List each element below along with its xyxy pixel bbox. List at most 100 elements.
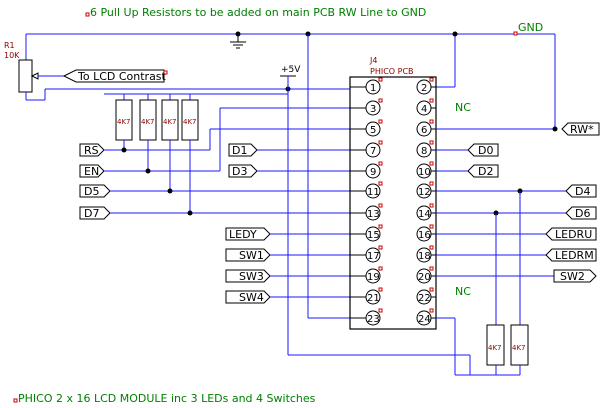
- connector-pin-number: 12: [418, 187, 431, 198]
- nc-label: NC: [455, 101, 471, 114]
- pin-marker: [378, 266, 383, 271]
- pin-marker: [378, 119, 383, 124]
- resistor-value: 4K7: [117, 118, 131, 126]
- plus5v-label: +5V: [281, 65, 301, 75]
- signal-port-d3: [228, 164, 258, 178]
- pin-marker: [429, 224, 434, 229]
- pin-marker: [378, 98, 383, 103]
- signal-port-sw4: [225, 290, 271, 304]
- signal-label-d5: D5: [84, 185, 99, 198]
- pin-marker: [378, 245, 383, 250]
- junction: [452, 31, 458, 37]
- pin-marker: [429, 161, 434, 166]
- r1-wiper-arrow: [30, 72, 39, 80]
- signal-label-d4: D4: [575, 185, 590, 198]
- connector-pin-number: 14: [418, 209, 431, 220]
- signal-label-d3: D3: [232, 165, 247, 178]
- signal-label-ledrm: LEDRM: [555, 249, 594, 262]
- connector-j4-body: [349, 76, 437, 330]
- connector-name: PHICO PCB: [370, 67, 414, 76]
- pin-marker: [378, 224, 383, 229]
- signal-label-sw3: SW3: [239, 270, 264, 283]
- junction: [145, 168, 151, 174]
- pin-marker: [429, 181, 434, 186]
- signal-port-en: [79, 164, 105, 178]
- connector-pin-number: 23: [367, 314, 380, 325]
- note-marker: [13, 398, 18, 403]
- lcd-contrast-label: To LCD Contrast: [77, 70, 167, 83]
- signal-port-d0: [467, 143, 499, 157]
- right-resistors: [486, 191, 529, 375]
- signal-label-d6: D6: [575, 207, 590, 220]
- pin-marker: [429, 203, 434, 208]
- connector-pin-number: 19: [367, 272, 380, 283]
- pin-marker: [378, 308, 383, 313]
- connector-pin-number: 7: [370, 146, 376, 157]
- signal-port-rs: [79, 143, 105, 157]
- connector-pin-number: 16: [418, 230, 431, 241]
- resistor-value: 4K7: [141, 118, 155, 126]
- connector-pin-number: 9: [370, 167, 376, 178]
- gnd-marker: [513, 31, 518, 36]
- resistor-value: 4K7: [163, 118, 177, 126]
- pin-marker: [429, 287, 434, 292]
- signal-port-d5: [79, 184, 111, 198]
- junction: [187, 210, 193, 216]
- connector-pin-number: 20: [418, 272, 431, 283]
- resistor-value: 4K7: [183, 118, 197, 126]
- pin-marker: [378, 140, 383, 145]
- signal-port-d1: [228, 143, 258, 157]
- pin-marker: [429, 77, 434, 82]
- connector-pin-number: 11: [367, 187, 380, 198]
- connector-pin-number: 2: [421, 83, 427, 94]
- signal-port-sw1: [225, 248, 271, 262]
- bottom-note: PHICO 2 x 16 LCD MODULE inc 3 LEDs and 4…: [18, 392, 316, 405]
- signal-label-d7: D7: [84, 207, 99, 220]
- nc-label: NC: [455, 285, 471, 298]
- signal-label-sw4: SW4: [239, 291, 264, 304]
- resistor-value: 4K7: [512, 344, 526, 352]
- connector-ref: J4: [369, 56, 377, 65]
- pin-marker: [429, 140, 434, 145]
- pin-marker: [378, 77, 383, 82]
- pin-marker: [429, 98, 434, 103]
- signal-label-en: EN: [84, 165, 99, 178]
- pullup-resistors: [115, 94, 199, 213]
- top-note: 6 Pull Up Resistors to be added on main …: [90, 6, 426, 19]
- signal-port-d6: [565, 206, 597, 220]
- signal-label-ledru: LEDRU: [555, 228, 592, 241]
- signal-port-sw3: [225, 269, 271, 283]
- lcd-contrast-port: [62, 69, 165, 83]
- pin-marker: [429, 119, 434, 124]
- connector-pin-number: 5: [370, 125, 376, 136]
- connector-pin-number: 8: [421, 146, 427, 157]
- pin-marker: [429, 308, 434, 313]
- gnd-label: GND: [518, 21, 543, 34]
- port-marker: [163, 70, 168, 75]
- pin-marker: [378, 161, 383, 166]
- r1-value: 10K: [4, 51, 20, 60]
- connector-pin-number: 24: [418, 314, 431, 325]
- signal-port-ledy: [225, 227, 271, 241]
- pin-marker: [429, 245, 434, 250]
- connector-pin-number: 15: [367, 230, 380, 241]
- connector-pin-number: 10: [418, 167, 431, 178]
- junction: [121, 147, 127, 153]
- signal-label-sw2: SW2: [560, 270, 585, 283]
- signal-label-d1: D1: [232, 144, 247, 157]
- r1-body: [18, 59, 33, 93]
- resistor-value: 4K7: [488, 344, 502, 352]
- connector-pin-number: 21: [367, 293, 380, 304]
- connector-pin-number: 3: [370, 104, 376, 115]
- signal-label-d0: D0: [478, 144, 493, 157]
- junction: [552, 126, 558, 132]
- signal-port-ledrm: [545, 248, 597, 262]
- connector-pin-number: 1: [370, 83, 376, 94]
- r1-ref: R1: [4, 41, 15, 50]
- signal-port-sw2: [553, 269, 597, 283]
- pin-marker: [429, 266, 434, 271]
